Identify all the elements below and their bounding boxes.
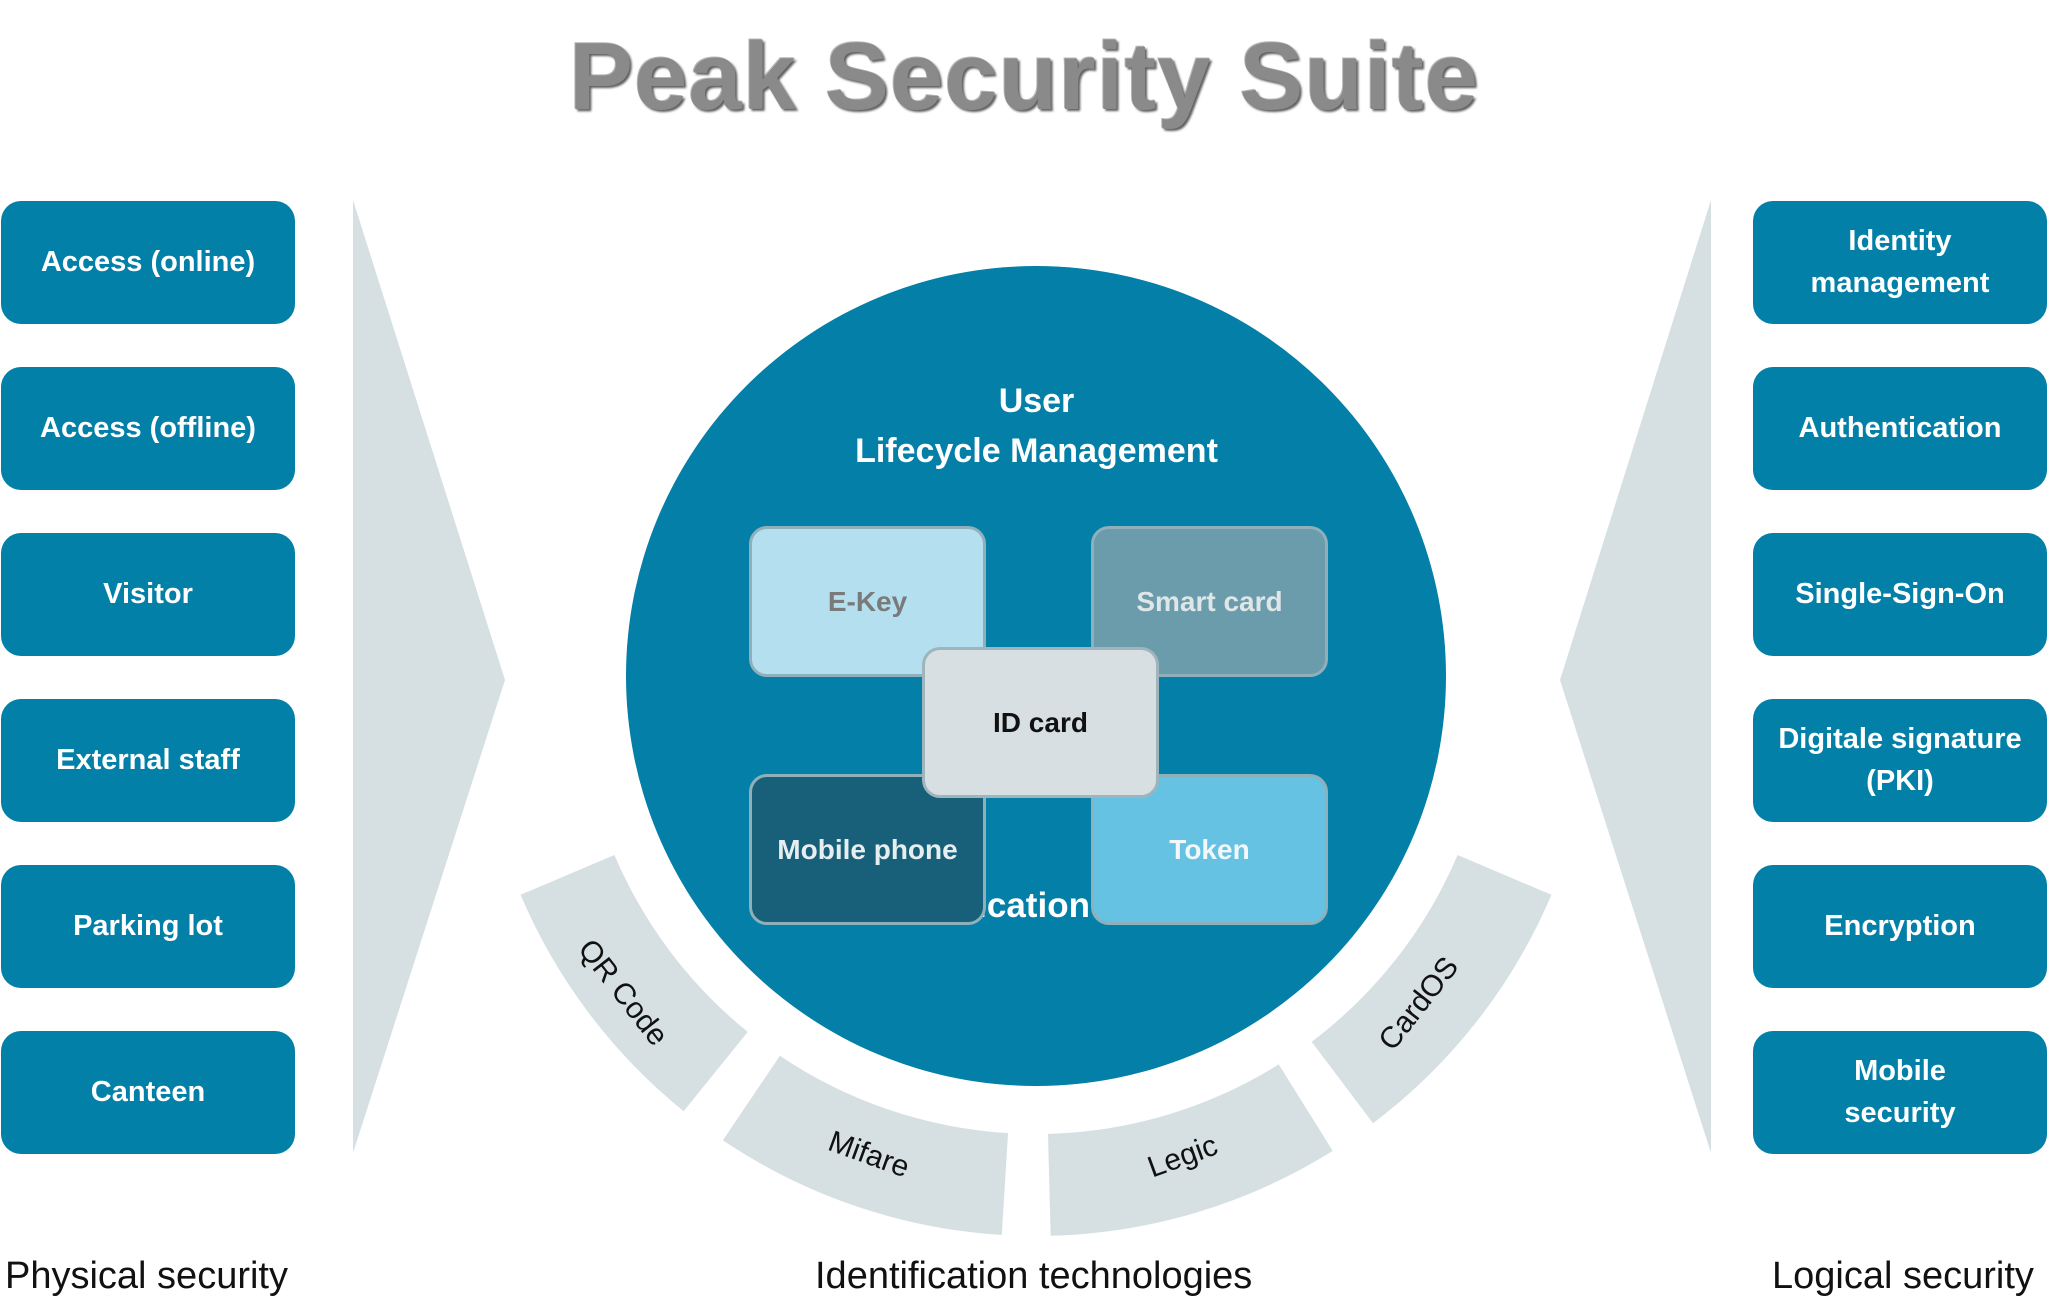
physical-item-canteen[interactable]: Canteen [1, 1031, 295, 1154]
arc-segment-mifare [722, 1055, 1009, 1235]
logical-item-authentication[interactable]: Authentication [1753, 367, 2047, 490]
physical-item-parking-lot[interactable]: Parking lot [1, 865, 295, 988]
logical-item-encryption[interactable]: Encryption [1753, 865, 2047, 988]
card-token[interactable]: Token [1091, 774, 1328, 925]
logical-item-mobile-security[interactable]: Mobile security [1753, 1031, 2047, 1154]
logical-item-single-sign-on[interactable]: Single-Sign-On [1753, 533, 2047, 656]
logical-item-digital-signature[interactable]: Digitale signature (PKI) [1753, 699, 2047, 822]
page-title: Peak Security Suite [568, 23, 1480, 130]
technology-arc-ring [520, 854, 1552, 1236]
physical-item-visitor[interactable]: Visitor [1, 533, 295, 656]
circle-heading-lifecycle: Lifecycle Management [855, 432, 1218, 470]
label-physical-security: Physical security [5, 1255, 288, 1297]
right-arrow-shape [1560, 200, 1711, 1153]
logical-item-identity-management[interactable]: Identity management [1753, 201, 2047, 324]
label-identification-technologies: Identification technologies [815, 1255, 1253, 1297]
left-arrow-shape [353, 200, 505, 1153]
arc-segment-cardos [1311, 854, 1552, 1124]
physical-item-access-offline[interactable]: Access (offline) [1, 367, 295, 490]
arc-segment-qr-code [520, 854, 748, 1112]
circle-heading-user: User [998, 382, 1075, 420]
card-smart-card[interactable]: Smart card [1091, 526, 1328, 677]
card-id-card[interactable]: ID card [922, 647, 1159, 798]
physical-item-access-online[interactable]: Access (online) [1, 201, 295, 324]
label-logical-security: Logical security [1772, 1255, 2034, 1297]
card-mobile-phone[interactable]: Mobile phone [749, 774, 986, 925]
arc-segment-legic [1047, 1064, 1333, 1236]
physical-item-external-staff[interactable]: External staff [1, 699, 295, 822]
